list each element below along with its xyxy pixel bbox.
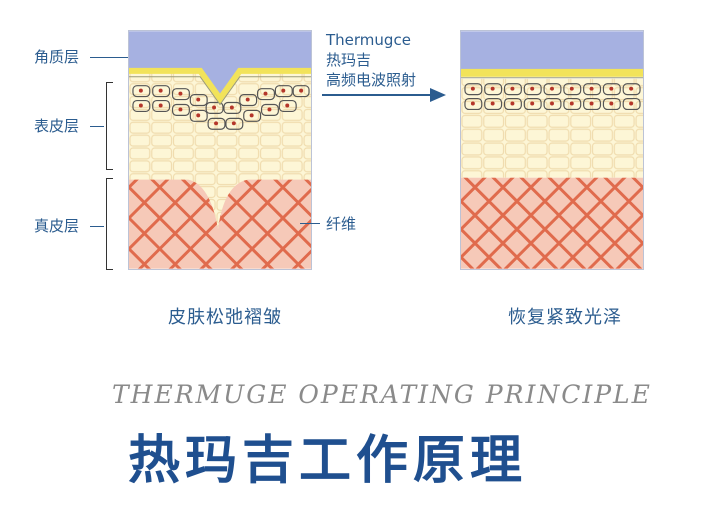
dermis-bracket: [106, 178, 113, 270]
stratum-corneum-layer: [461, 31, 643, 71]
dermis-layer: [461, 177, 643, 269]
epidermis-layer: [129, 70, 311, 230]
basal-cells: [132, 85, 310, 130]
border-layer: [129, 67, 311, 104]
treatment-arrow-icon: [322, 88, 446, 102]
arrow-text-rf: 高频电波照射: [326, 71, 417, 89]
skin-diagram-after: [460, 30, 644, 270]
page-title: 热玛吉工作原理: [128, 431, 528, 491]
epidermis-leader: [90, 126, 104, 127]
fiber-label: 纤维: [326, 215, 357, 233]
caption-after: 恢复紧致光泽: [508, 307, 622, 328]
stratum-corneum-layer: [129, 31, 311, 99]
epidermis-layer: [461, 78, 643, 178]
fiber-leader: [300, 223, 320, 224]
cell-nuclei: [470, 86, 634, 106]
stratum-corneum-leader: [90, 57, 128, 58]
stratum-corneum-label: 角质层: [34, 48, 80, 66]
epidermis-label: 表皮层: [34, 117, 80, 135]
basal-cells: [464, 83, 641, 111]
caption-before: 皮肤松弛褶皱: [168, 307, 282, 328]
border-layer: [461, 68, 643, 77]
dermis-leader: [90, 226, 104, 227]
english-subtitle: THERMUGE OPERATING PRINCIPLE: [112, 380, 652, 409]
cell-nuclei: [138, 88, 304, 126]
arrow-text-brand: 热玛吉: [326, 51, 372, 69]
arrow-text-en: Thermugce: [326, 31, 411, 49]
epidermis-bracket: [106, 82, 113, 170]
skin-diagram-before: [128, 30, 312, 270]
dermis-label: 真皮层: [34, 217, 80, 235]
